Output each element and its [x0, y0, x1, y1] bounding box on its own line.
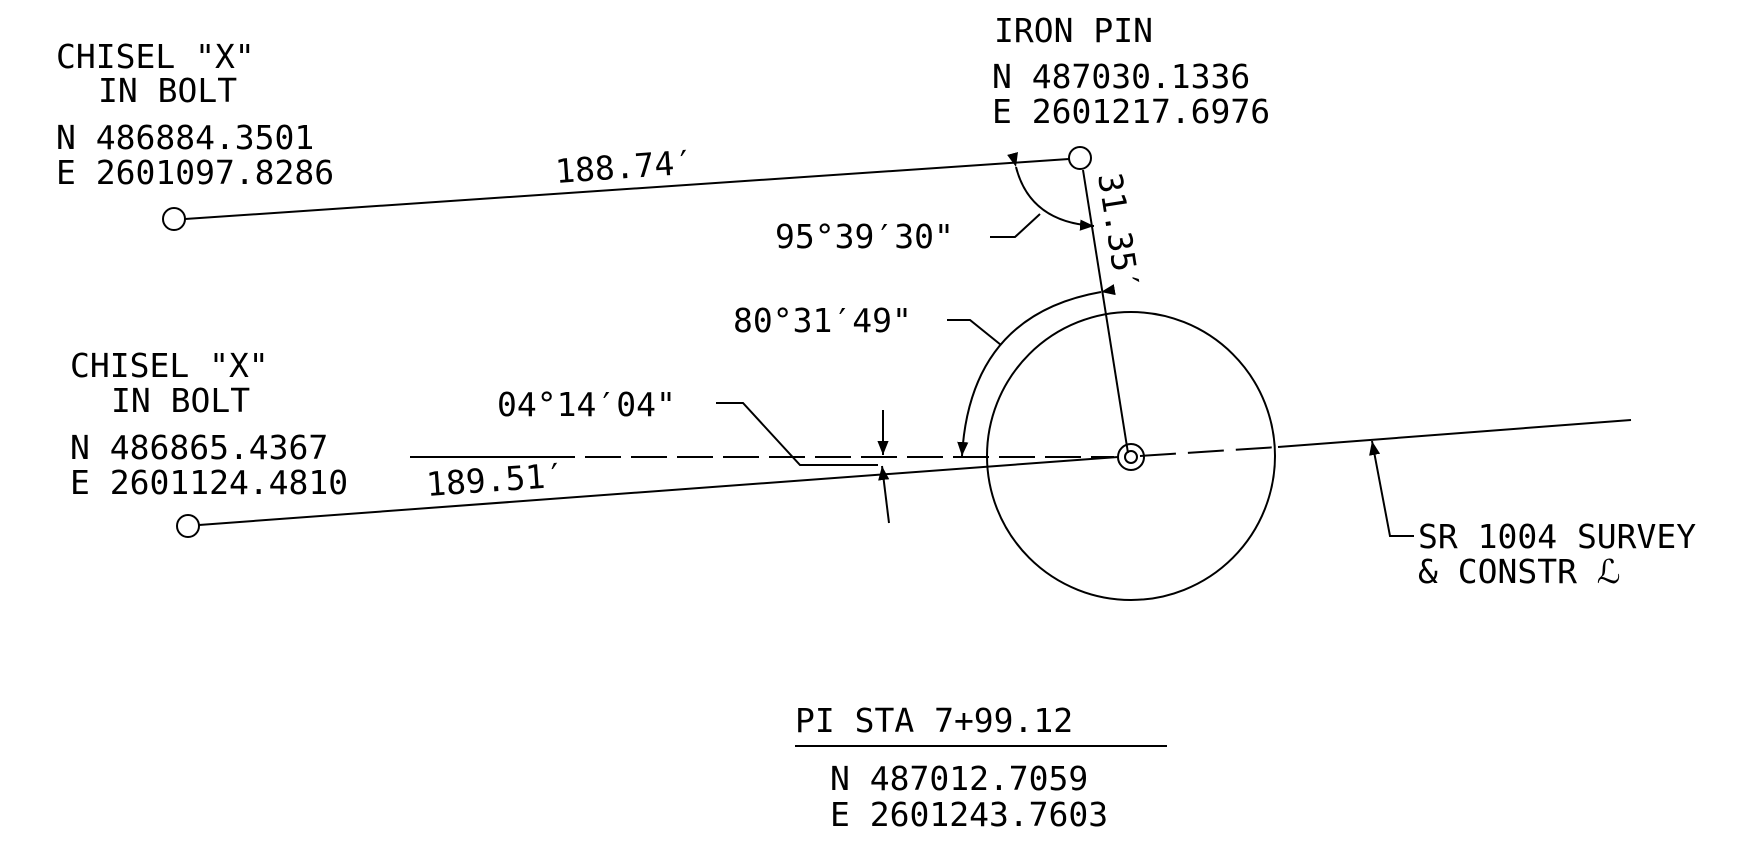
angle-pi: 80°31′49"	[733, 301, 912, 340]
chisel-lower-label-line2: IN BOLT	[111, 381, 250, 420]
pi-title: PI STA 7+99.12	[795, 701, 1073, 740]
iron-pin-marker	[1068, 146, 1092, 170]
leader-angle-iron-pin	[990, 213, 1041, 238]
pi-marker-outer	[1117, 443, 1145, 471]
chisel-lower-marker	[176, 514, 200, 538]
leader-angle-skew	[716, 402, 878, 466]
chisel-upper-label-line2: IN BOLT	[98, 71, 237, 110]
chisel-lower-easting: E 2601124.4810	[70, 463, 348, 502]
pi-easting: E 2601243.7603	[830, 795, 1108, 834]
chisel-upper-label-line1: CHISEL "X"	[56, 37, 255, 76]
angle-iron-pin: 95°39′30"	[775, 217, 954, 256]
skew-arrow-bottom	[878, 465, 890, 524]
angle-skew: 04°14′04"	[497, 385, 676, 424]
iron-pin-label: IRON PIN	[994, 11, 1153, 50]
angle-arc-iron-pin	[1007, 152, 1095, 231]
alignment-dashed	[1139, 446, 1279, 457]
distance-iron-pin: 31.35′	[1090, 170, 1147, 294]
leader-angle-pi	[947, 319, 1002, 346]
angle-arc-pi	[957, 284, 1116, 457]
iron-pin-easting: E 2601217.6976	[992, 92, 1270, 131]
curve-circle	[986, 311, 1276, 601]
chisel-upper-marker	[162, 207, 186, 231]
pi-northing: N 487012.7059	[830, 759, 1088, 798]
tie-line-upper	[184, 158, 1070, 220]
distance-upper: 188.74′	[554, 142, 695, 191]
chisel-lower-label-line1: CHISEL "X"	[70, 346, 269, 385]
alignment-label-line1: SR 1004 SURVEY	[1418, 517, 1696, 556]
tie-line-lower	[198, 456, 1119, 526]
leader-alignment	[1369, 440, 1414, 537]
chisel-lower-northing: N 486865.4367	[70, 428, 328, 467]
alignment-label-line2: & CONSTR ℒ	[1418, 552, 1621, 591]
pi-marker-inner	[1124, 450, 1138, 464]
chisel-upper-easting: E 2601097.8286	[56, 153, 334, 192]
alignment-line	[1277, 419, 1632, 448]
distance-lower: 189.51′	[425, 455, 566, 504]
iron-pin-northing: N 487030.1336	[992, 57, 1250, 96]
chisel-upper-northing: N 486884.3501	[56, 118, 314, 157]
